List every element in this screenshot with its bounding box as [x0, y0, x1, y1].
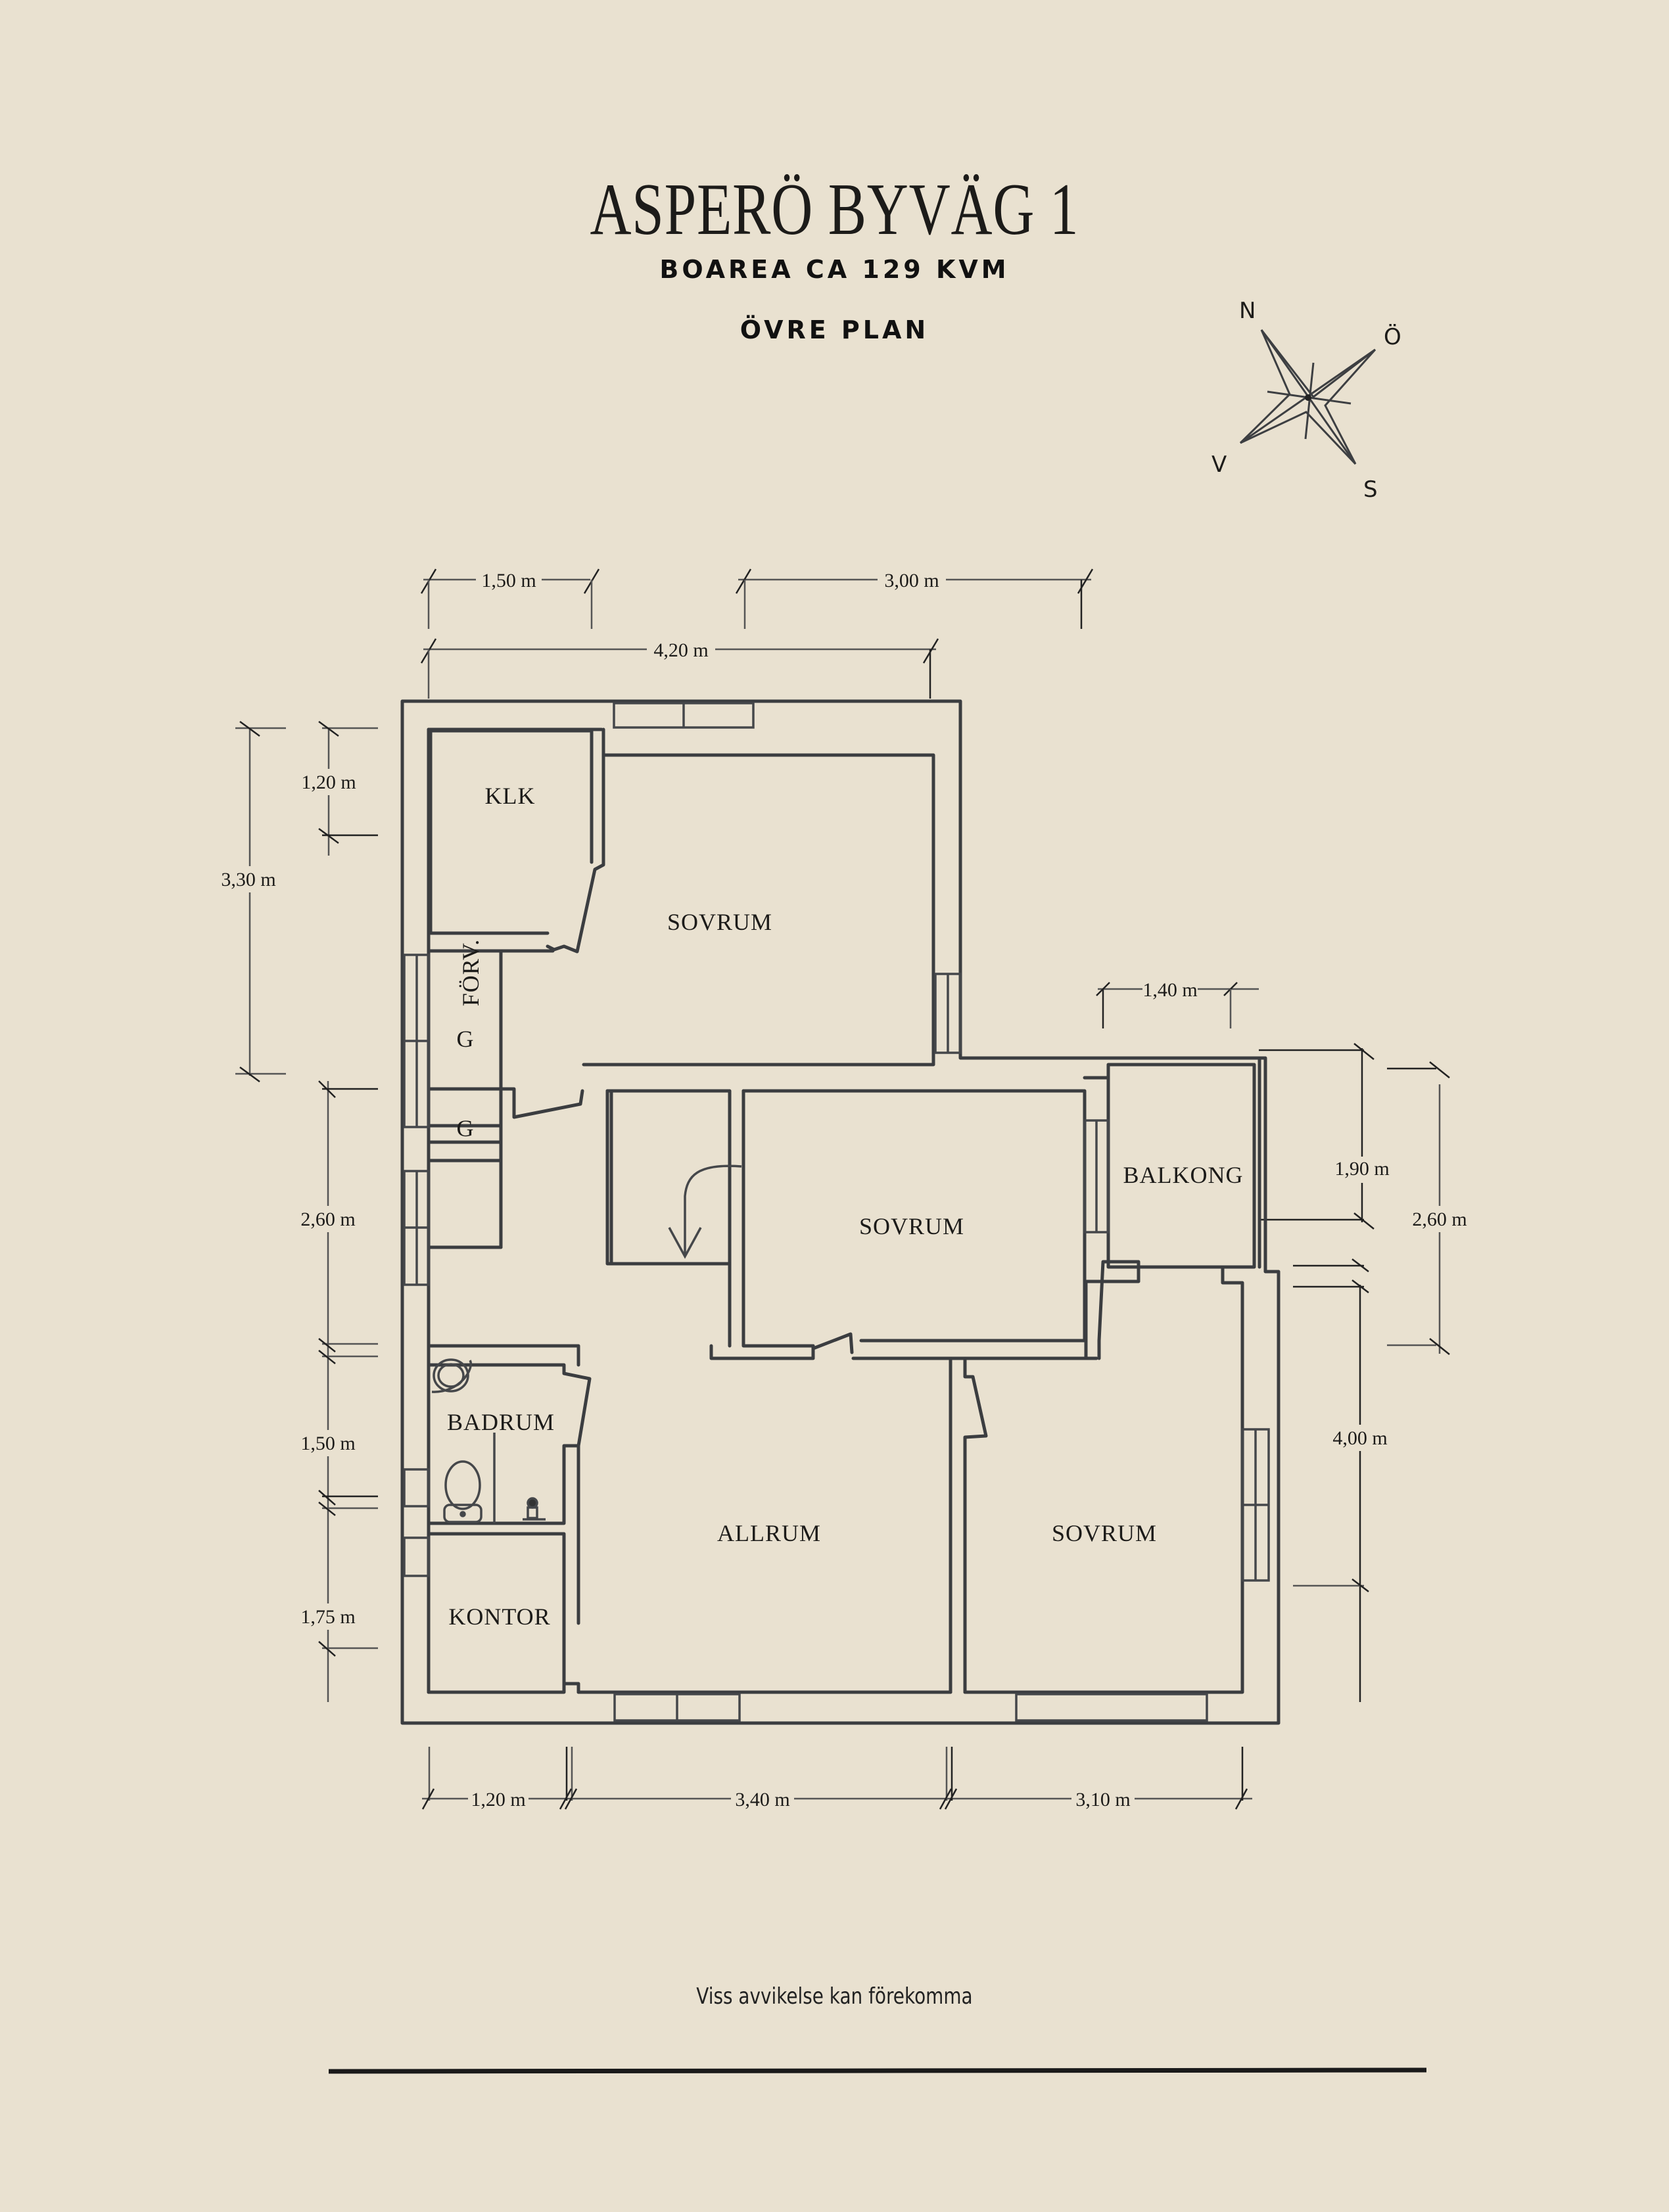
windows — [403, 702, 1270, 1722]
dim-top-3: 4,20 m — [653, 639, 708, 661]
compass-north-label: N — [1239, 298, 1256, 324]
room-labels: KLK FÖRV. G G SOVRUM SOVRUM BALKONG BADR… — [447, 783, 1244, 1630]
dimensions-top: 1,50 m 3,00 m 4,20 m — [420, 568, 1094, 699]
page-title: ASPERÖ BYVÄG 1 — [590, 169, 1079, 250]
compass-east-label: Ö — [1384, 323, 1401, 350]
dim-top-1: 1,50 m — [481, 570, 536, 591]
room-label-g-lower: G — [457, 1115, 475, 1141]
room-label-sovrum-right: SOVRUM — [1052, 1520, 1157, 1546]
dim-bottom-1: 1,20 m — [471, 1789, 525, 1810]
dim-bottom-3: 3,10 m — [1075, 1789, 1130, 1810]
dimensions-left: 3,30 m 1,20 m 2,60 m 1,50 m 1,75 m — [209, 720, 378, 1702]
footer-divider — [328, 2067, 1427, 2074]
disclaimer-note: Viss avvikelse kan förekomma — [696, 1983, 973, 2010]
room-label-forv: FÖRV. — [458, 939, 484, 1007]
compass-west-label: V — [1211, 451, 1227, 478]
dim-left-3: 2,60 m — [300, 1209, 355, 1230]
floor-label: ÖVRE PLAN — [740, 315, 929, 344]
room-label-g-upper: G — [457, 1026, 475, 1052]
dimensions-right: 1,40 m 1,90 m 2,60 m 4,00 m — [1096, 979, 1478, 1702]
dim-right-3: 2,60 m — [1412, 1209, 1467, 1230]
bathroom-fixtures — [431, 1358, 546, 1523]
living-area-label: BOAREA CA 129 KVM — [659, 255, 1010, 284]
shower-icon — [431, 1358, 472, 1393]
dim-left-1: 1,20 m — [301, 772, 356, 793]
dim-bottom-2: 3,40 m — [735, 1789, 789, 1810]
room-label-allrum: ALLRUM — [717, 1520, 821, 1546]
dim-left-2: 3,30 m — [221, 869, 275, 890]
dim-right-2: 1,90 m — [1334, 1158, 1389, 1180]
faucet-icon — [523, 1497, 546, 1521]
compass-south-label: S — [1363, 476, 1378, 503]
dimensions-bottom: 1,20 m 3,40 m 3,10 m — [421, 1747, 1252, 1810]
room-label-kontor: KONTOR — [448, 1603, 550, 1630]
compass-rose-icon: N Ö S V — [1211, 298, 1401, 503]
room-label-balkong: BALKONG — [1123, 1162, 1244, 1188]
stair-arrow-icon — [668, 1164, 742, 1259]
dim-left-4: 1,50 m — [300, 1433, 355, 1454]
walls — [400, 699, 1281, 1725]
room-label-sovrum-top: SOVRUM — [667, 909, 772, 935]
dim-right-1: 1,40 m — [1142, 979, 1197, 1001]
toilet-icon — [443, 1460, 482, 1523]
dim-left-5: 1,75 m — [300, 1606, 355, 1628]
dim-right-4: 4,00 m — [1332, 1427, 1387, 1449]
dim-top-2: 3,00 m — [884, 570, 939, 591]
room-label-badrum: BADRUM — [447, 1409, 555, 1435]
room-label-sovrum-middle: SOVRUM — [859, 1213, 964, 1239]
room-label-klk: KLK — [485, 783, 536, 809]
